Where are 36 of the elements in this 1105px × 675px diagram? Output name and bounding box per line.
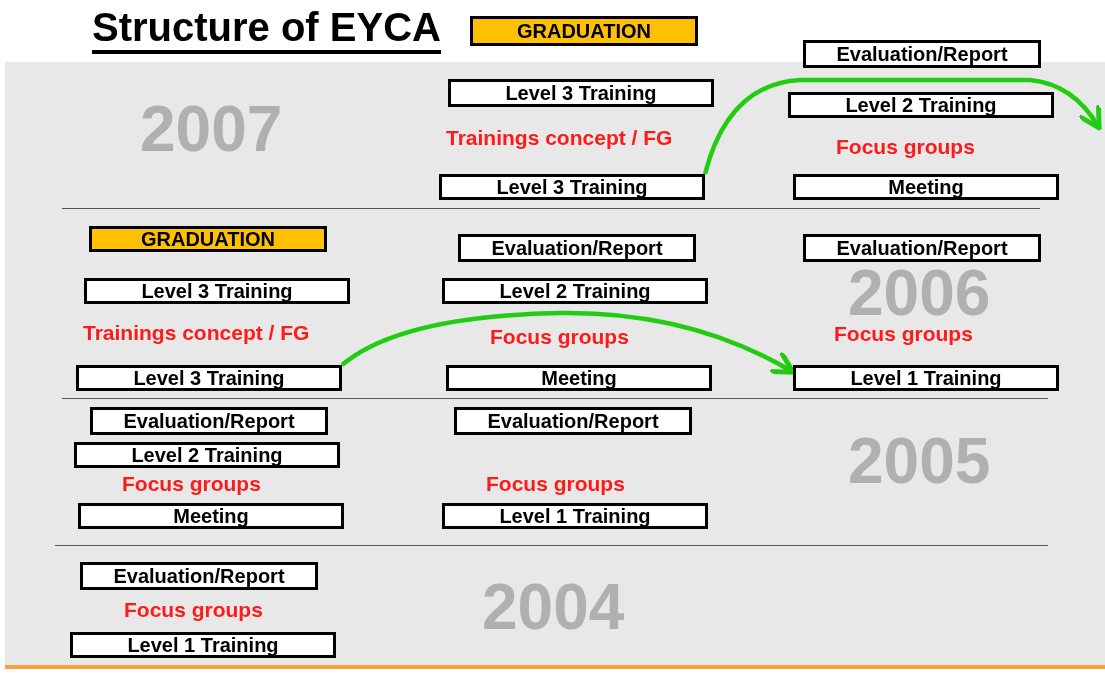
- activity-box: Level 2 Training: [442, 278, 708, 304]
- activity-box: Level 2 Training: [788, 92, 1054, 118]
- activity-box: Level 1 Training: [70, 632, 336, 658]
- activity-label: Focus groups: [124, 598, 263, 622]
- activity-box: Meeting: [78, 503, 344, 529]
- activity-box: Level 3 Training: [439, 174, 705, 200]
- arrow: [702, 77, 1102, 175]
- year-label: 2004: [482, 578, 625, 636]
- activity-box: Level 2 Training: [74, 442, 340, 468]
- activity-label: Focus groups: [122, 472, 261, 496]
- activity-box: Level 1 Training: [442, 503, 708, 529]
- activity-box: Level 3 Training: [76, 365, 342, 391]
- activity-box: Evaluation/Report: [803, 234, 1041, 262]
- activity-box: Meeting: [446, 365, 712, 391]
- activity-box: Evaluation/Report: [454, 407, 692, 435]
- activity-box: Evaluation/Report: [458, 234, 696, 262]
- activity-box: Evaluation/Report: [90, 407, 328, 435]
- activity-box: Meeting: [793, 174, 1059, 200]
- activity-label: Focus groups: [490, 325, 629, 349]
- year-label: 2006: [848, 264, 991, 322]
- year-label: 2007: [140, 100, 283, 158]
- activity-box: Level 3 Training: [448, 79, 714, 107]
- activity-box: Level 3 Training: [84, 278, 350, 304]
- activity-label: Trainings concept / FG: [446, 126, 673, 150]
- title: Structure of EYCA: [92, 4, 441, 54]
- milestone-box: GRADUATION: [89, 226, 327, 252]
- activity-box: Level 1 Training: [793, 365, 1059, 391]
- arrow: [340, 310, 796, 375]
- activity-label: Focus groups: [486, 472, 625, 496]
- milestone-box: GRADUATION: [470, 16, 698, 46]
- activity-label: Focus groups: [834, 322, 973, 346]
- activity-label: Trainings concept / FG: [83, 321, 310, 345]
- activity-box: Evaluation/Report: [803, 40, 1041, 68]
- activity-label: Focus groups: [836, 135, 975, 159]
- year-label: 2005: [848, 432, 991, 490]
- activity-box: Evaluation/Report: [80, 562, 318, 590]
